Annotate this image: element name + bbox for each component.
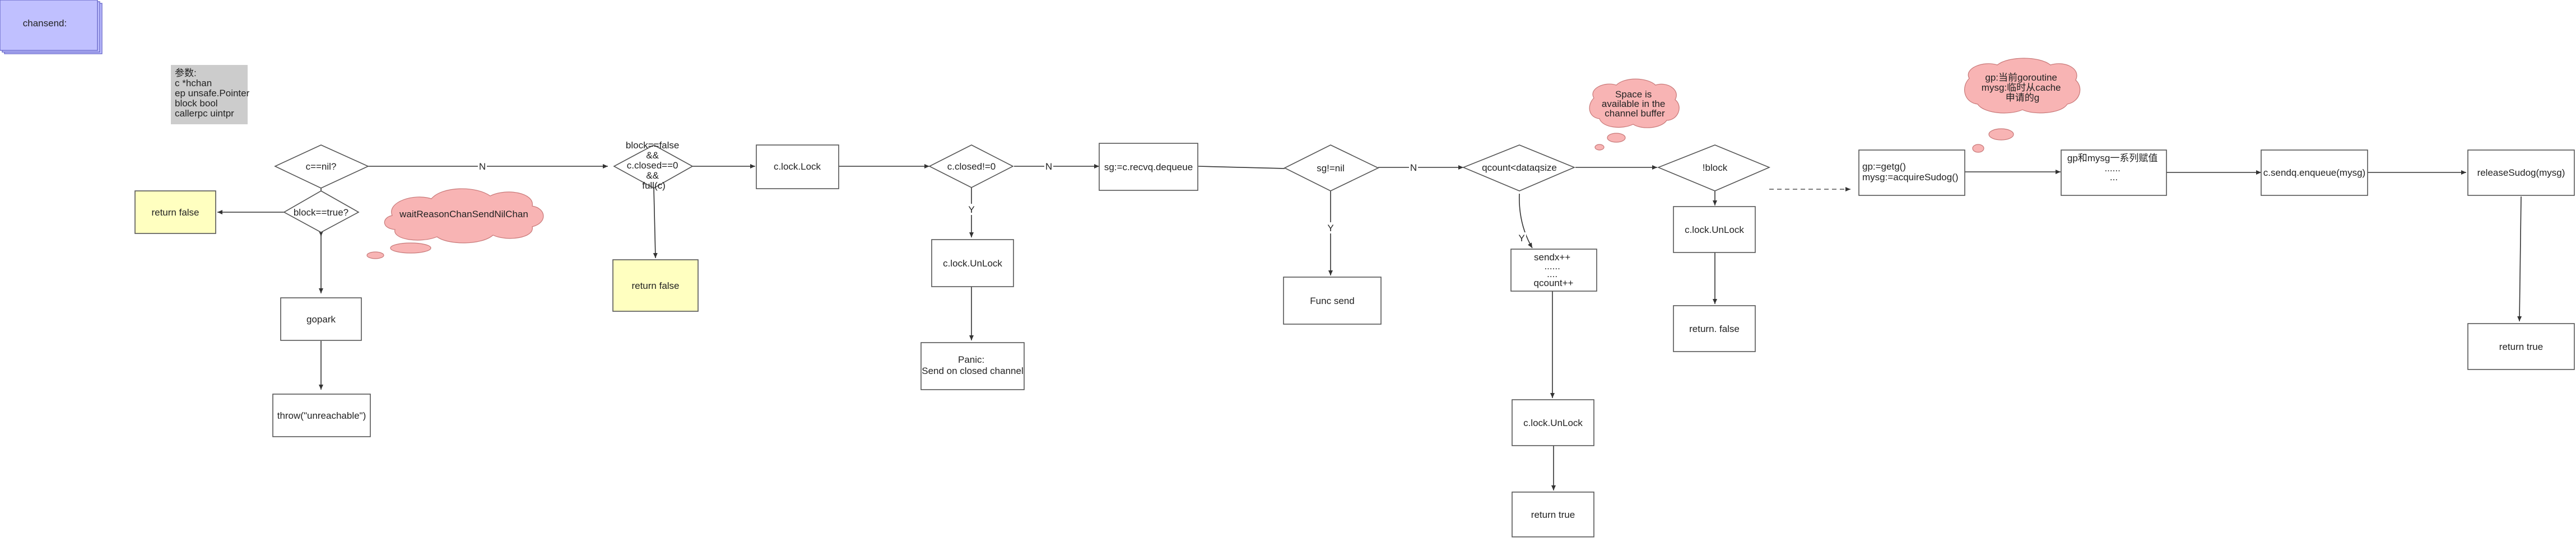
svg-text:c==nil?: c==nil?: [306, 161, 337, 172]
return-false-box: return false: [612, 259, 699, 312]
edge: [1198, 166, 1285, 169]
func-send-box: Func send: [1283, 277, 1382, 325]
edge-label-no: N: [1410, 162, 1417, 173]
params-line: block bool: [175, 98, 218, 109]
sendx-box: sendx++ ...... .... qcount++: [1510, 249, 1597, 292]
edge-label-no: N: [1045, 161, 1052, 172]
throw-box: throw("unreachable"): [272, 394, 371, 437]
cloud-gp-note: gp:当前goroutine mysg:临时从cache 申请的g: [1964, 58, 2081, 153]
edge-label-yes: Y: [1518, 233, 1524, 244]
svg-text:sendx++ ...... ...: sendx++ ...... .... qcount++: [1534, 252, 1574, 288]
svg-text:c.closed!=0: c.closed!=0: [947, 161, 996, 172]
edge-label-no: N: [479, 161, 486, 172]
svg-text:!block: !block: [1703, 162, 1728, 173]
decision-block-true: block==true?: [283, 190, 360, 233]
svg-text:return false: return false: [151, 207, 199, 218]
cloud-space-available: Space is available in the channel buffer: [1589, 78, 1680, 151]
enqueue-box: c.sendq.enqueue(mysg): [2261, 149, 2368, 196]
dequeue-box: sg:=c.recvq.dequeue: [1099, 143, 1198, 191]
svg-text:return true: return true: [1531, 509, 1575, 520]
return-false-box: return. false: [1673, 305, 1756, 352]
decision-closed: c.closed!=0: [928, 144, 1014, 188]
svg-text:releaseSudog(mysg): releaseSudog(mysg): [2477, 167, 2565, 178]
svg-text:gp:当前goroutine mysg:临时从c: gp:当前goroutine mysg:临时从cache 申请的g: [1982, 72, 2063, 103]
unlock-box: c.lock.UnLock: [931, 239, 1014, 287]
svg-text:block==false && c.: block==false && c.closed==0 && full(c): [626, 140, 682, 191]
assign-box: gp和mysg一系列赋值 ...... ...: [2061, 149, 2167, 196]
unlock-box: c.lock.UnLock: [1512, 399, 1594, 446]
params-line: 参数:: [175, 68, 197, 78]
edge-label-yes: Y: [1327, 223, 1333, 233]
svg-text:return. false: return. false: [1689, 324, 1740, 334]
release-box: releaseSudog(mysg): [2467, 149, 2575, 196]
svg-text:return false: return false: [631, 280, 679, 291]
params-line: ep unsafe.Pointer: [175, 88, 250, 99]
svg-text:sg:=c.recvq.dequeue: sg:=c.recvq.dequeue: [1104, 162, 1193, 172]
decision-c-nil: c==nil?: [274, 144, 369, 189]
svg-text:gp和mysg一系列赋值 ......: gp和mysg一系列赋值 ...... ...: [2067, 153, 2160, 183]
cloud-wait-reason: waitReasonChanSendNilChan: [366, 188, 544, 259]
svg-text:c.sendq.enqueue(mysg): c.sendq.enqueue(mysg): [2263, 167, 2365, 178]
decision-qcount: qcount<dataqsize: [1462, 144, 1576, 191]
gopark-box: gopark: [280, 297, 362, 341]
svg-text:gp:=getg() mysg:=acquire: gp:=getg() mysg:=acquireSudog(): [1862, 161, 1959, 183]
svg-text:sg!=nil: sg!=nil: [1317, 163, 1345, 174]
return-false-box: return false: [134, 190, 216, 234]
svg-text:qcount<dataqsize: qcount<dataqsize: [1482, 162, 1557, 173]
edge-label-yes: Y: [968, 204, 974, 215]
svg-text:return true: return true: [2499, 341, 2543, 352]
params-line: callerpc uintpr: [175, 108, 234, 119]
return-true-box: return true: [2467, 323, 2575, 370]
decision-fast-path: block==false && c.closed==0 && full(c): [613, 140, 694, 191]
svg-text:c.lock.UnLock: c.lock.UnLock: [1685, 224, 1744, 235]
edges: [217, 164, 2522, 490]
lock-box: c.lock.Lock: [756, 144, 839, 189]
panic-box: Panic: Send on closed channel: [920, 342, 1025, 390]
return-true-box: return true: [1512, 492, 1594, 537]
title-box: chansend:: [0, 0, 103, 54]
decision-sg-nil: sg!=nil: [1284, 144, 1379, 191]
svg-text:Space is available in th: Space is available in the channel buffer: [1602, 89, 1668, 119]
svg-text:gopark: gopark: [306, 314, 336, 325]
edge: [653, 188, 658, 259]
svg-text:throw("unreachable"): throw("unreachable"): [277, 410, 366, 421]
svg-text:block==true?: block==true?: [294, 207, 348, 218]
cloud-text: waitReasonChanSendNilChan: [399, 209, 528, 219]
svg-text:参数: c *hchan ep un: 参数: c *hchan ep unsafe.Pointer block boo…: [175, 68, 252, 119]
unlock-box: c.lock.UnLock: [1673, 206, 1756, 253]
title-text: chansend:: [23, 18, 67, 29]
params-line: c *hchan: [175, 78, 212, 88]
svg-text:Func send: Func send: [1310, 296, 1354, 306]
edge: [1519, 193, 1533, 249]
params-note: 参数: c *hchan ep unsafe.Pointer block boo…: [171, 65, 252, 124]
decision-not-block: !block: [1657, 144, 1771, 191]
svg-text:c.lock.UnLock: c.lock.UnLock: [943, 258, 1002, 269]
svg-text:Panic: Send on closed ch: Panic: Send on closed channel: [922, 354, 1023, 376]
svg-text:c.lock.Lock: c.lock.Lock: [774, 161, 821, 172]
getg-box: gp:=getg() mysg:=acquireSudog(): [1858, 149, 1965, 196]
edge: [2517, 196, 2522, 322]
svg-text:c.lock.UnLock: c.lock.UnLock: [1523, 418, 1583, 428]
